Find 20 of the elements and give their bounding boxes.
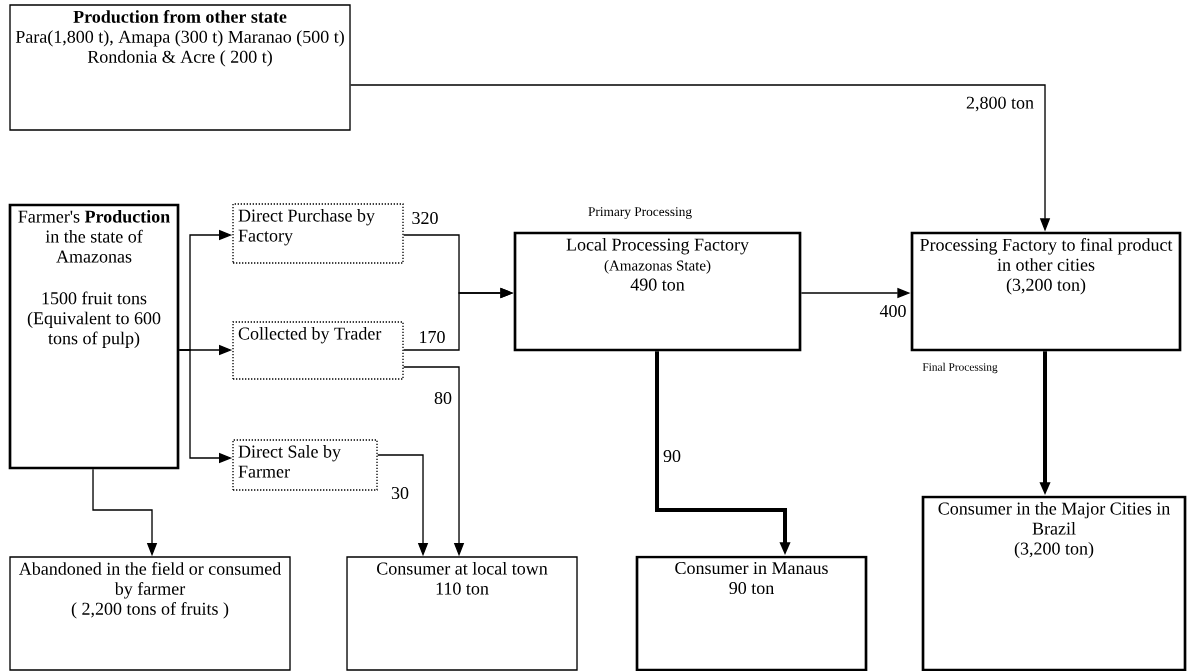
edge-label: 320 [409, 210, 441, 226]
production-box: Farmer's Production in the state of Amazonas 1500 fruit tons (Equivalent to 600 tons of pulp) [8, 203, 180, 470]
edge-label: 170 [416, 329, 448, 345]
destination-box: Abandoned in the field or consumed by farmer ( 2,200 tons of fruits ) [9, 556, 291, 671]
source-box: Production from other state Para(1,800 t), Amapa (300 t) Maranao (500 t) Rondonia & Acre ( 200 t) [9, 4, 351, 131]
factory-box: Processing Factory to final product in other cities (3,200 ton) [910, 231, 1182, 352]
destination-box: Consumer in the Major Cities in Brazil (3,200 ton) [921, 495, 1187, 671]
destination-box: Consumer in Manaus 90 ton [635, 555, 868, 671]
caption-text: Primary Processing [588, 207, 692, 219]
caption-text: Final Processing [922, 362, 998, 374]
channel-box: Direct Sale by Farmer [232, 439, 378, 491]
edge-label: 80 [432, 390, 454, 406]
factory-box: Local Processing Factory (Amazonas State) 490 ton [513, 231, 802, 352]
destination-box: Consumer at local town 110 ton [346, 556, 578, 671]
edge-label: 90 [661, 448, 683, 464]
edge-label: 30 [389, 485, 411, 501]
edge-label: 2,800 ton [964, 94, 1036, 114]
channel-box: Direct Purchase by Factory [232, 203, 404, 264]
channel-box: Collected by Trader [232, 321, 404, 380]
edge-label: 400 [877, 303, 909, 319]
